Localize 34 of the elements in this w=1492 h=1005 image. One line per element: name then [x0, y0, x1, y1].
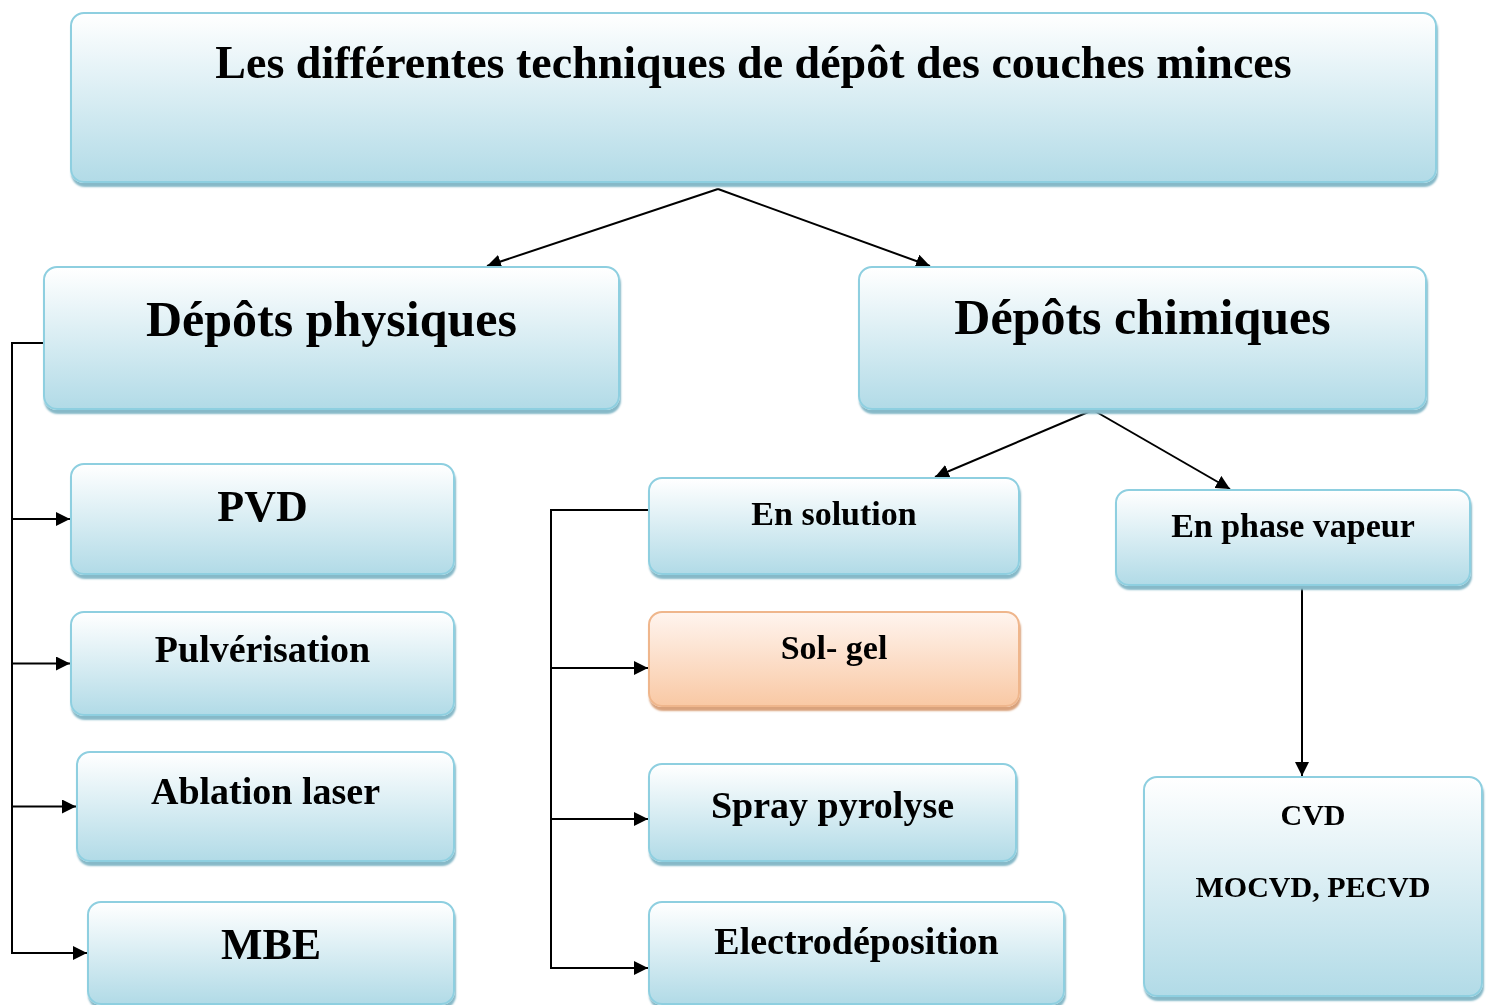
node-label: En solution — [751, 495, 917, 533]
arrow — [550, 509, 649, 975]
process-box — [87, 901, 455, 1005]
node-label: MOCVD, PECVD — [1195, 870, 1431, 904]
process-box — [43, 266, 620, 410]
node-label: MBE — [220, 919, 322, 970]
arrow — [11, 342, 88, 960]
title-box — [70, 12, 1437, 183]
node-label: Les différentes techniques de dépôt des couches minces — [215, 36, 1292, 89]
process-box — [648, 611, 1020, 707]
node-label: En phase vapeur — [1171, 507, 1415, 545]
arrow — [1295, 585, 1309, 777]
node-label: Pulvérisation — [154, 627, 371, 671]
process-box — [1143, 776, 1483, 997]
process-box — [70, 611, 455, 716]
process-box — [648, 763, 1017, 862]
node-label: Sol- gel — [780, 629, 888, 667]
process-box — [1115, 489, 1471, 586]
arrow — [1092, 409, 1231, 490]
node-label: Spray pyrolyse — [710, 783, 955, 827]
node-label: CVD — [1280, 798, 1346, 832]
arrow — [486, 188, 719, 269]
node-label: Electrodéposition — [714, 919, 999, 963]
node-label: Ablation laser — [150, 769, 381, 813]
node-label: PVD — [217, 481, 308, 532]
node-label: Dépôts chimiques — [954, 288, 1331, 346]
process-box — [648, 901, 1065, 1005]
process-box — [70, 463, 455, 575]
process-box — [648, 477, 1020, 575]
process-box — [858, 266, 1427, 410]
arrow — [717, 188, 931, 268]
arrow — [934, 409, 1094, 478]
process-box — [76, 751, 455, 862]
node-label: Dépôts physiques — [146, 290, 517, 348]
